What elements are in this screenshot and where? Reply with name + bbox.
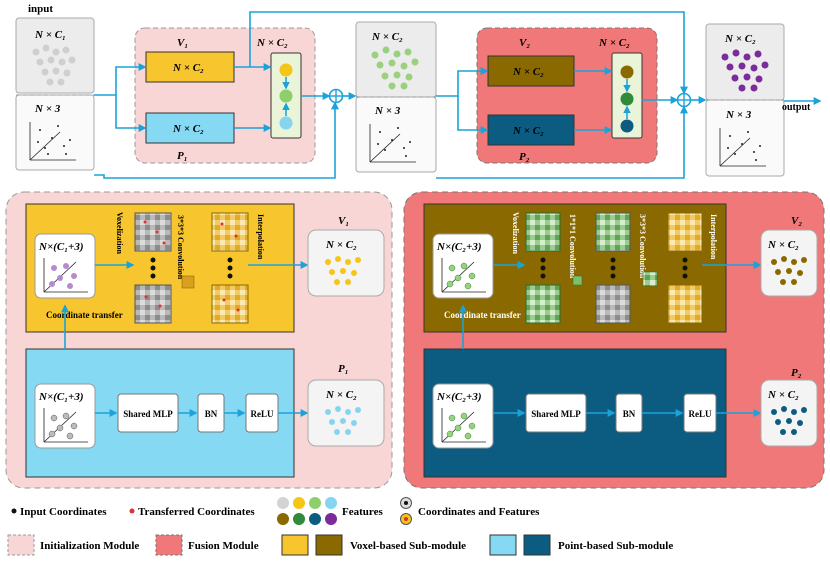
init-module-top: V₁ N × C₂ N × C₂ P₁ N × C₂ bbox=[134, 27, 316, 164]
input-label: input bbox=[28, 3, 53, 15]
fused-dim-2: N × C₂ bbox=[598, 37, 630, 49]
legend-features: Features bbox=[342, 506, 383, 518]
init-p-label: P₁ bbox=[338, 363, 349, 375]
p1-feature-dim: N × C₂ bbox=[172, 123, 204, 135]
init-p-out: N × C₂ bbox=[325, 389, 357, 401]
p2-label: P₂ bbox=[519, 151, 530, 163]
legend-init-module: Initialization Module bbox=[40, 540, 139, 552]
init-conv: 3*3*3 Convolution bbox=[176, 215, 185, 280]
p2-feature-dim: N × C₂ bbox=[512, 125, 544, 137]
init-voxelization: Voxelization bbox=[115, 212, 124, 254]
legend-transferred-coords: Transferred Coordinates bbox=[138, 506, 255, 518]
top-pipeline: input N × C₁ N × 3 V₁ N × C₂ N bbox=[15, 3, 822, 179]
fusion-coord-transfer: Coordinate transfer bbox=[444, 310, 521, 320]
fusion-relu: ReLU bbox=[689, 409, 712, 419]
fusion-mlp: Shared MLP bbox=[531, 409, 581, 419]
legend: Input Coordinates Transferred Coordinate… bbox=[7, 497, 673, 556]
init-voxel-input-dim: N×(C₁+3) bbox=[38, 241, 83, 253]
output-label: output bbox=[782, 102, 811, 113]
init-point-input-dim: N×(C₁+3) bbox=[38, 391, 83, 403]
init-interp: Interpolation bbox=[256, 214, 265, 260]
output-block: N × C₂ N × 3 bbox=[705, 23, 785, 177]
v2-feature-dim: N × C₂ bbox=[512, 66, 544, 78]
top-connectors bbox=[94, 11, 707, 179]
fusion-conv3: 3*3*3 Convolution bbox=[638, 214, 647, 279]
input-coord-dim: N × 3 bbox=[34, 103, 61, 115]
coordinate-axes-icon bbox=[29, 122, 76, 161]
init-v-out: N × C₂ bbox=[325, 239, 357, 251]
init-mlp: Shared MLP bbox=[123, 409, 173, 419]
legend-fusion-module: Fusion Module bbox=[188, 540, 259, 552]
gray-feature-dots bbox=[32, 44, 76, 86]
mid-feature-block: N × C₂ N × 3 bbox=[355, 21, 437, 173]
fusion-bn: BN bbox=[623, 409, 636, 419]
input-block: N × C₁ N × 3 bbox=[15, 17, 95, 171]
fusion-v-out: N × C₂ bbox=[767, 239, 799, 251]
init-coord-transfer: Coordinate transfer bbox=[46, 310, 123, 320]
mid-coord-dim: N × 3 bbox=[374, 105, 401, 117]
fusion-conv1: 1*1*1 Convolution bbox=[568, 214, 577, 279]
init-bn: BN bbox=[205, 409, 218, 419]
sum-node-1 bbox=[328, 88, 344, 104]
fusion-module-detail: N×(C₂+3) Coordinate transfer Voxelizatio… bbox=[403, 191, 825, 489]
fused-dim-1: N × C₂ bbox=[256, 37, 288, 49]
v2-label: V₂ bbox=[519, 37, 530, 49]
init-v-label: V₁ bbox=[338, 215, 349, 227]
legend-point-sub: Point-based Sub-module bbox=[558, 540, 673, 552]
fusion-v-label: V₂ bbox=[791, 215, 802, 227]
mid-feature-dim: N × C₂ bbox=[371, 31, 403, 43]
init-relu: ReLU bbox=[251, 409, 274, 419]
legend-voxel-sub: Voxel-based Sub-module bbox=[350, 540, 466, 552]
sum-node-2 bbox=[676, 92, 692, 108]
init-module-detail: N×(C₁+3) Coordinate transfer Voxelizatio… bbox=[5, 191, 393, 489]
fusion-p-out: N × C₂ bbox=[767, 389, 799, 401]
p1-label: P₁ bbox=[177, 150, 188, 162]
fusion-voxel-input-dim: N×(C₂+3) bbox=[436, 241, 481, 253]
fusion-interp: Interpolation bbox=[709, 214, 718, 260]
fusion-voxelization: Voxelization bbox=[511, 212, 520, 254]
green-feature-dots bbox=[371, 46, 419, 90]
input-feature-dim: N × C₁ bbox=[34, 29, 66, 41]
legend-feature-dots bbox=[277, 497, 337, 525]
v1-label: V₁ bbox=[177, 37, 188, 49]
output-feature-dim: N × C₂ bbox=[724, 33, 756, 45]
v1-feature-dim: N × C₂ bbox=[172, 62, 204, 74]
fusion-p-label: P₂ bbox=[791, 367, 802, 379]
purple-feature-dots bbox=[721, 49, 769, 92]
fusion-point-input-dim: N×(C₂+3) bbox=[436, 391, 481, 403]
output-coord-dim: N × 3 bbox=[725, 109, 752, 121]
legend-coords-features: Coordinates and Features bbox=[418, 506, 540, 518]
legend-input-coords: Input Coordinates bbox=[20, 506, 107, 518]
fusion-module-top: V₂ N × C₂ N × C₂ P₂ N × C₂ bbox=[476, 27, 658, 164]
